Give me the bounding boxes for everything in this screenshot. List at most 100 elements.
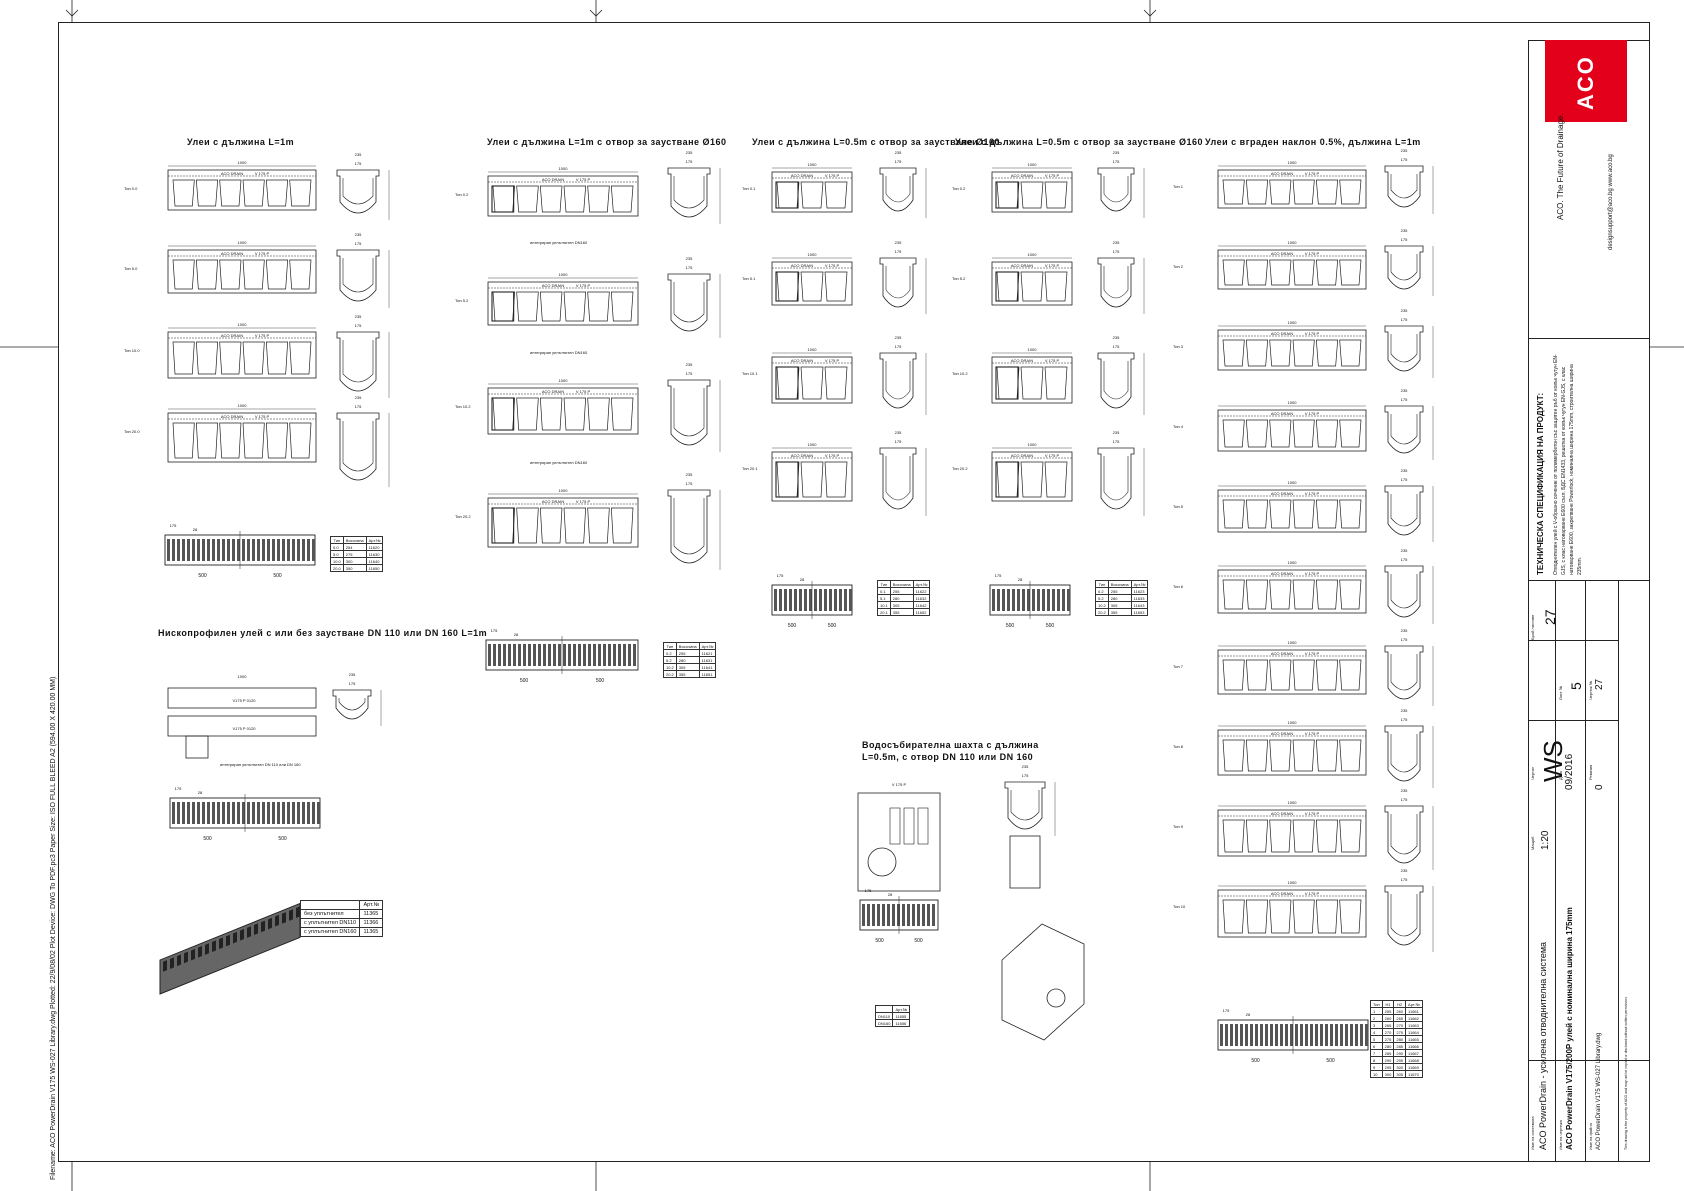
drawing-label: 1000 [1028, 442, 1038, 447]
drawing-label: ACO DRAIN [1271, 411, 1293, 416]
drawing-label: V 175 P [825, 263, 840, 268]
drawing-label: 175 [895, 249, 902, 254]
drawing-label: 235 [1401, 388, 1408, 393]
drawing-label: ACO DRAIN [1011, 358, 1033, 363]
section-title-7a: Водосъбирателна шахта с дължина [862, 740, 1039, 750]
type-label: Тип 5.2 [952, 276, 966, 281]
drawing-label: 235 [895, 150, 902, 155]
drawing-label: 500 [203, 836, 212, 842]
drawing-label: ACO DRAIN [542, 283, 564, 288]
drawing-label: 1000 [1288, 720, 1298, 725]
type-label: Тип 3 [1173, 344, 1184, 349]
drawing-label: 175 [1113, 249, 1120, 254]
file-label: Име на файла [1588, 1123, 1593, 1150]
drawing-label: 175 [1113, 344, 1120, 349]
drawing-label: V 175 P [1305, 731, 1320, 736]
sheets-label: Брой листове [1530, 614, 1535, 640]
drawing-label: ACO DRAIN [1011, 263, 1033, 268]
aco-logo: ACO [1545, 40, 1627, 122]
type-label: Тип 5.2 [455, 298, 469, 303]
drawing-label: V 175 P [1045, 173, 1060, 178]
drawing-label: 1000 [559, 272, 569, 277]
drawing-label: 28 [1018, 577, 1023, 582]
drawing-label: 500 [788, 623, 797, 629]
drawing-label: 235 [1401, 468, 1408, 473]
drawing-label: 235 [1401, 228, 1408, 233]
drawing-label: V 175 P [1305, 251, 1320, 256]
drawing-label: 235 [686, 256, 693, 261]
copyright: This drawing is the property of ACO and … [1624, 996, 1628, 1151]
drawing-label: 175 [355, 161, 362, 166]
type-label: Тип 9 [1173, 824, 1184, 829]
drawing-label: 175 [995, 573, 1002, 578]
type-label: Тип 20.2 [455, 514, 471, 519]
drawing-label: 175 [1401, 557, 1408, 562]
drawing-label: 235 [895, 240, 902, 245]
drawing-label: ACO DRAIN [1271, 571, 1293, 576]
drawing-label: V 175 P [255, 251, 270, 256]
drawing-label: 28 [198, 790, 203, 795]
type-label: Тип 6 [1173, 584, 1184, 589]
drawing-label: 175 [1401, 397, 1408, 402]
drawing-label: 175 [1401, 237, 1408, 242]
type-label: Тип 20.0 [124, 429, 140, 434]
drawing-label: 1000 [1288, 880, 1298, 885]
project-name: ACO PowerDrain - усилена отводнителна си… [1538, 941, 1548, 1150]
drawing-label: 1000 [1028, 252, 1038, 257]
type-label: Тип 10.0 [124, 348, 140, 353]
drawing-label: 500 [1251, 1058, 1260, 1064]
drawing-label: 1000 [238, 403, 248, 408]
drawing-label: ACO DRAIN [791, 358, 813, 363]
drawing-label: 175 [686, 265, 693, 270]
drawing-label: ACO DRAIN [542, 499, 564, 504]
drawing-label: 1000 [1288, 480, 1298, 485]
drawing-label: 175 [865, 888, 872, 893]
drawing-label: 175 [355, 241, 362, 246]
sheets-value: 27 [1542, 609, 1558, 625]
drawing-label: ACO DRAIN [791, 173, 813, 178]
drawing-label: 28 [800, 577, 805, 582]
drawing-name: ACO PowerDrain V175/200P улей с номиналн… [1565, 907, 1574, 1150]
tagline: ACO. The Future of Drainage. [1556, 113, 1565, 220]
drawing-label: 235 [355, 232, 362, 237]
drawing-name-label: Име на чертежа [1558, 1120, 1563, 1150]
drawing-label: 1000 [559, 488, 569, 493]
drawing-label: V 175 P [255, 414, 270, 419]
drawing-label: 235 [895, 430, 902, 435]
drawing-label: 235 [355, 152, 362, 157]
section-title-3: Улеи с дължина L=0.5m с отвор за зауства… [752, 137, 1001, 147]
logo-text: ACO [1573, 55, 1598, 110]
drawing-label: 175 [355, 404, 362, 409]
type-label: Тип 10.2 [952, 371, 968, 376]
drawing-label: V 175 P [1305, 891, 1320, 896]
type-label: Тип 0.1 [742, 186, 756, 191]
drawing-label: V 175 P [1305, 171, 1320, 176]
type-label: Тип 5.0 [124, 266, 138, 271]
drawing-label: 235 [1401, 308, 1408, 313]
drawing-label: 175 [1113, 159, 1120, 164]
drawing-label: 175 [895, 344, 902, 349]
drawing-label: ACO DRAIN [1271, 731, 1293, 736]
drawing-label: 1000 [559, 378, 569, 383]
drawing-label: 235 [1401, 548, 1408, 553]
drawing-label: ACO DRAIN [542, 177, 564, 182]
drawing-label: ACO DRAIN [1271, 331, 1293, 336]
drawing-label: V 175 P [1305, 411, 1320, 416]
drawing-label: 175 [175, 786, 182, 791]
drawing-label: 235 [1401, 628, 1408, 633]
drawing-label: 500 [1326, 1058, 1335, 1064]
drawing-label: 175 [1113, 439, 1120, 444]
drawing-label: 1000 [1288, 320, 1298, 325]
drawing-label: 175 [1401, 717, 1408, 722]
drawing-label: ACO DRAIN [791, 263, 813, 268]
drawing-label: V 175 P [1045, 453, 1060, 458]
drawn-label: Чертал [1530, 766, 1535, 780]
drawing-label: 500 [1046, 623, 1055, 629]
drawing-no-label: Чертеж № [1588, 680, 1593, 700]
